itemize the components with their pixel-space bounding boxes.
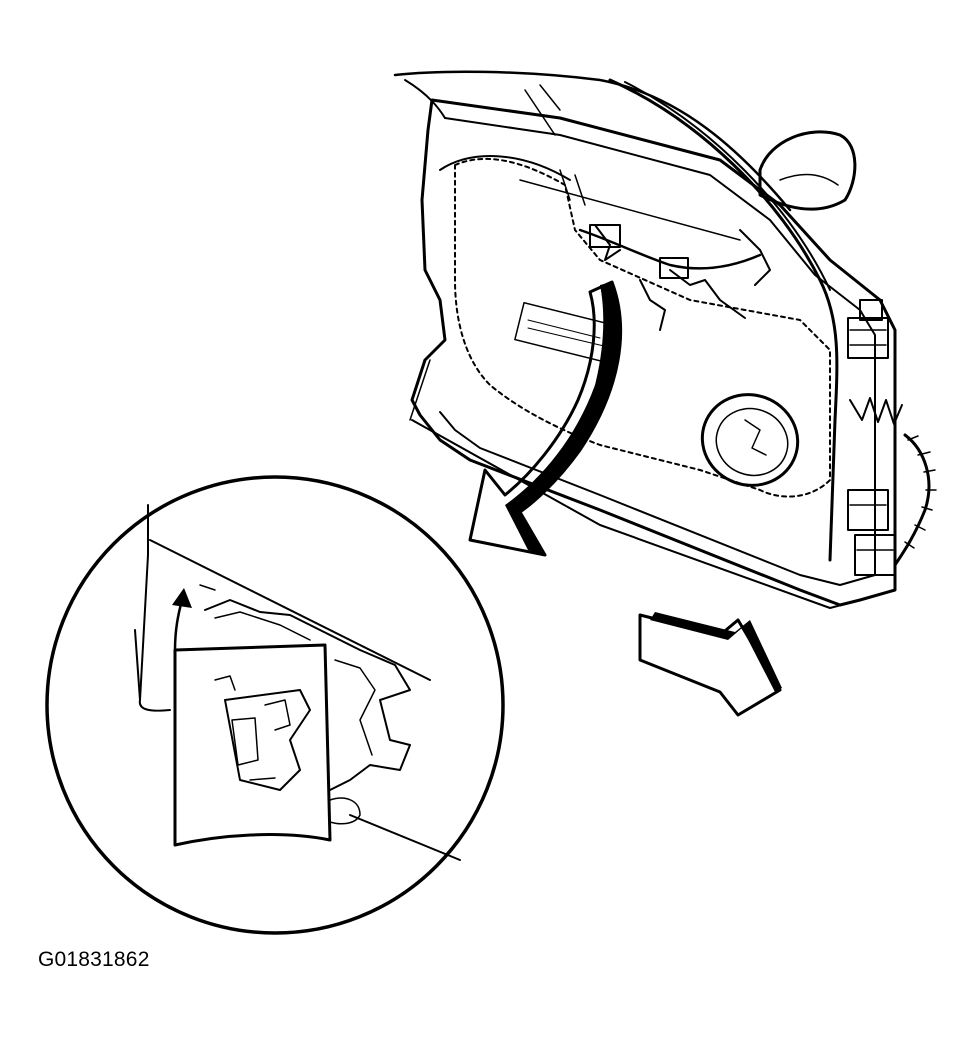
retainer-bracket xyxy=(204,599,411,791)
side-mirror xyxy=(758,130,857,211)
direction-arrow xyxy=(638,612,782,717)
door-inner-frame xyxy=(439,117,876,586)
door-frame xyxy=(410,98,897,607)
window-channel xyxy=(608,78,839,562)
detail-magnifier xyxy=(45,475,505,935)
figure-id-label: G01831862 xyxy=(38,948,150,971)
retainer-clip xyxy=(224,689,311,791)
connector xyxy=(659,257,689,279)
door-assembly xyxy=(393,70,937,609)
window-glass xyxy=(393,70,792,212)
callout-arrow xyxy=(468,280,623,557)
wiring-conduit xyxy=(893,433,931,567)
speaker-opening xyxy=(700,393,800,487)
upper-hinge xyxy=(847,299,889,359)
lower-hinge xyxy=(847,489,896,576)
door-check-spring xyxy=(849,397,903,425)
door-sill xyxy=(411,419,861,609)
vapor-barrier xyxy=(454,157,831,498)
removal-arrow xyxy=(173,598,184,652)
trim-panel-piece xyxy=(173,643,332,847)
connector xyxy=(589,224,621,248)
